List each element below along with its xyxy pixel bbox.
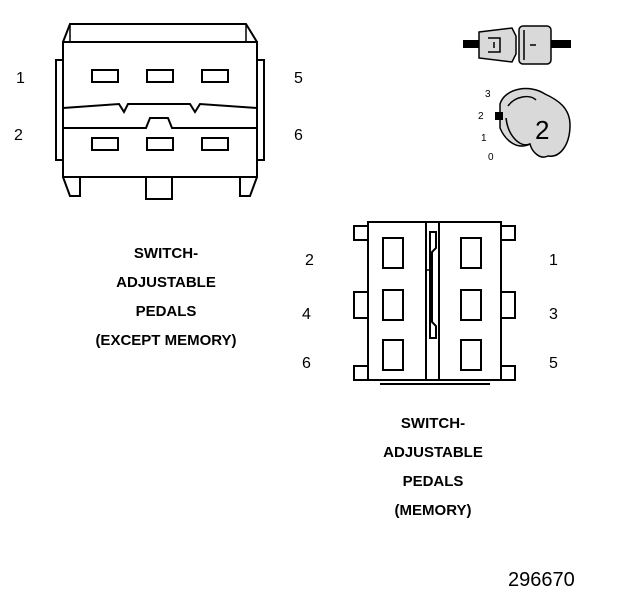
pin-label-6: 6 bbox=[294, 127, 303, 144]
caption-line-2: ADJUSTABLE bbox=[116, 274, 216, 291]
caption-line-2: ADJUSTABLE bbox=[383, 444, 483, 461]
pin-label-3: 3 bbox=[549, 306, 558, 323]
connector-memory bbox=[353, 221, 516, 385]
key-inset bbox=[463, 25, 571, 158]
key-number: 2 bbox=[535, 115, 549, 145]
pin-label-5: 5 bbox=[549, 355, 558, 372]
connector-except-memory bbox=[55, 23, 265, 200]
key-position-2: 2 bbox=[478, 111, 484, 122]
caption-line-1: SWITCH- bbox=[134, 245, 198, 262]
caption-line-3: PEDALS bbox=[136, 303, 197, 320]
key-position-3: 3 bbox=[485, 89, 491, 100]
pin-label-6: 6 bbox=[302, 355, 311, 372]
pin-label-2: 2 bbox=[305, 252, 314, 269]
key-position-0: 0 bbox=[488, 152, 494, 163]
pin-label-2: 2 bbox=[14, 127, 23, 144]
key-position-1: 1 bbox=[481, 133, 487, 144]
pin-label-1: 1 bbox=[16, 70, 25, 87]
caption-line-1: SWITCH- bbox=[401, 415, 465, 432]
figure-number: 296670 bbox=[508, 569, 575, 591]
caption-memory: SWITCH- ADJUSTABLE PEDALS (MEMORY) bbox=[383, 415, 483, 519]
caption-line-3: PEDALS bbox=[403, 473, 464, 490]
caption-line-4: (EXCEPT MEMORY) bbox=[95, 332, 236, 349]
caption-line-4: (MEMORY) bbox=[395, 502, 472, 519]
caption-except-memory: SWITCH- ADJUSTABLE PEDALS (EXCEPT MEMORY… bbox=[95, 245, 236, 349]
pin-label-4: 4 bbox=[302, 306, 311, 323]
pin-label-1: 1 bbox=[549, 252, 558, 269]
pin-label-5: 5 bbox=[294, 70, 303, 87]
